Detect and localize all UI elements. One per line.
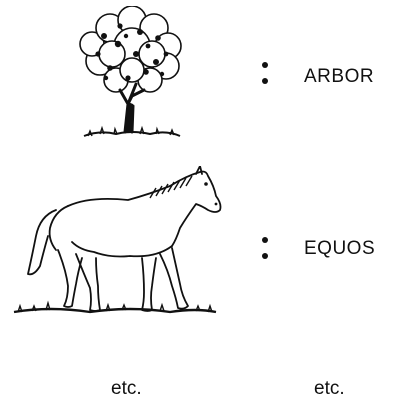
latin-word-arbor: ARBOR — [304, 66, 374, 88]
tree-illustration — [70, 6, 192, 146]
latin-word-equos: EQUOS — [304, 238, 375, 260]
colon-separator-2 — [262, 237, 268, 263]
colon-separator-1 — [262, 62, 268, 88]
etc-left: etc. — [111, 378, 142, 400]
horse-illustration — [10, 166, 228, 326]
etc-right: etc. — [314, 378, 345, 400]
